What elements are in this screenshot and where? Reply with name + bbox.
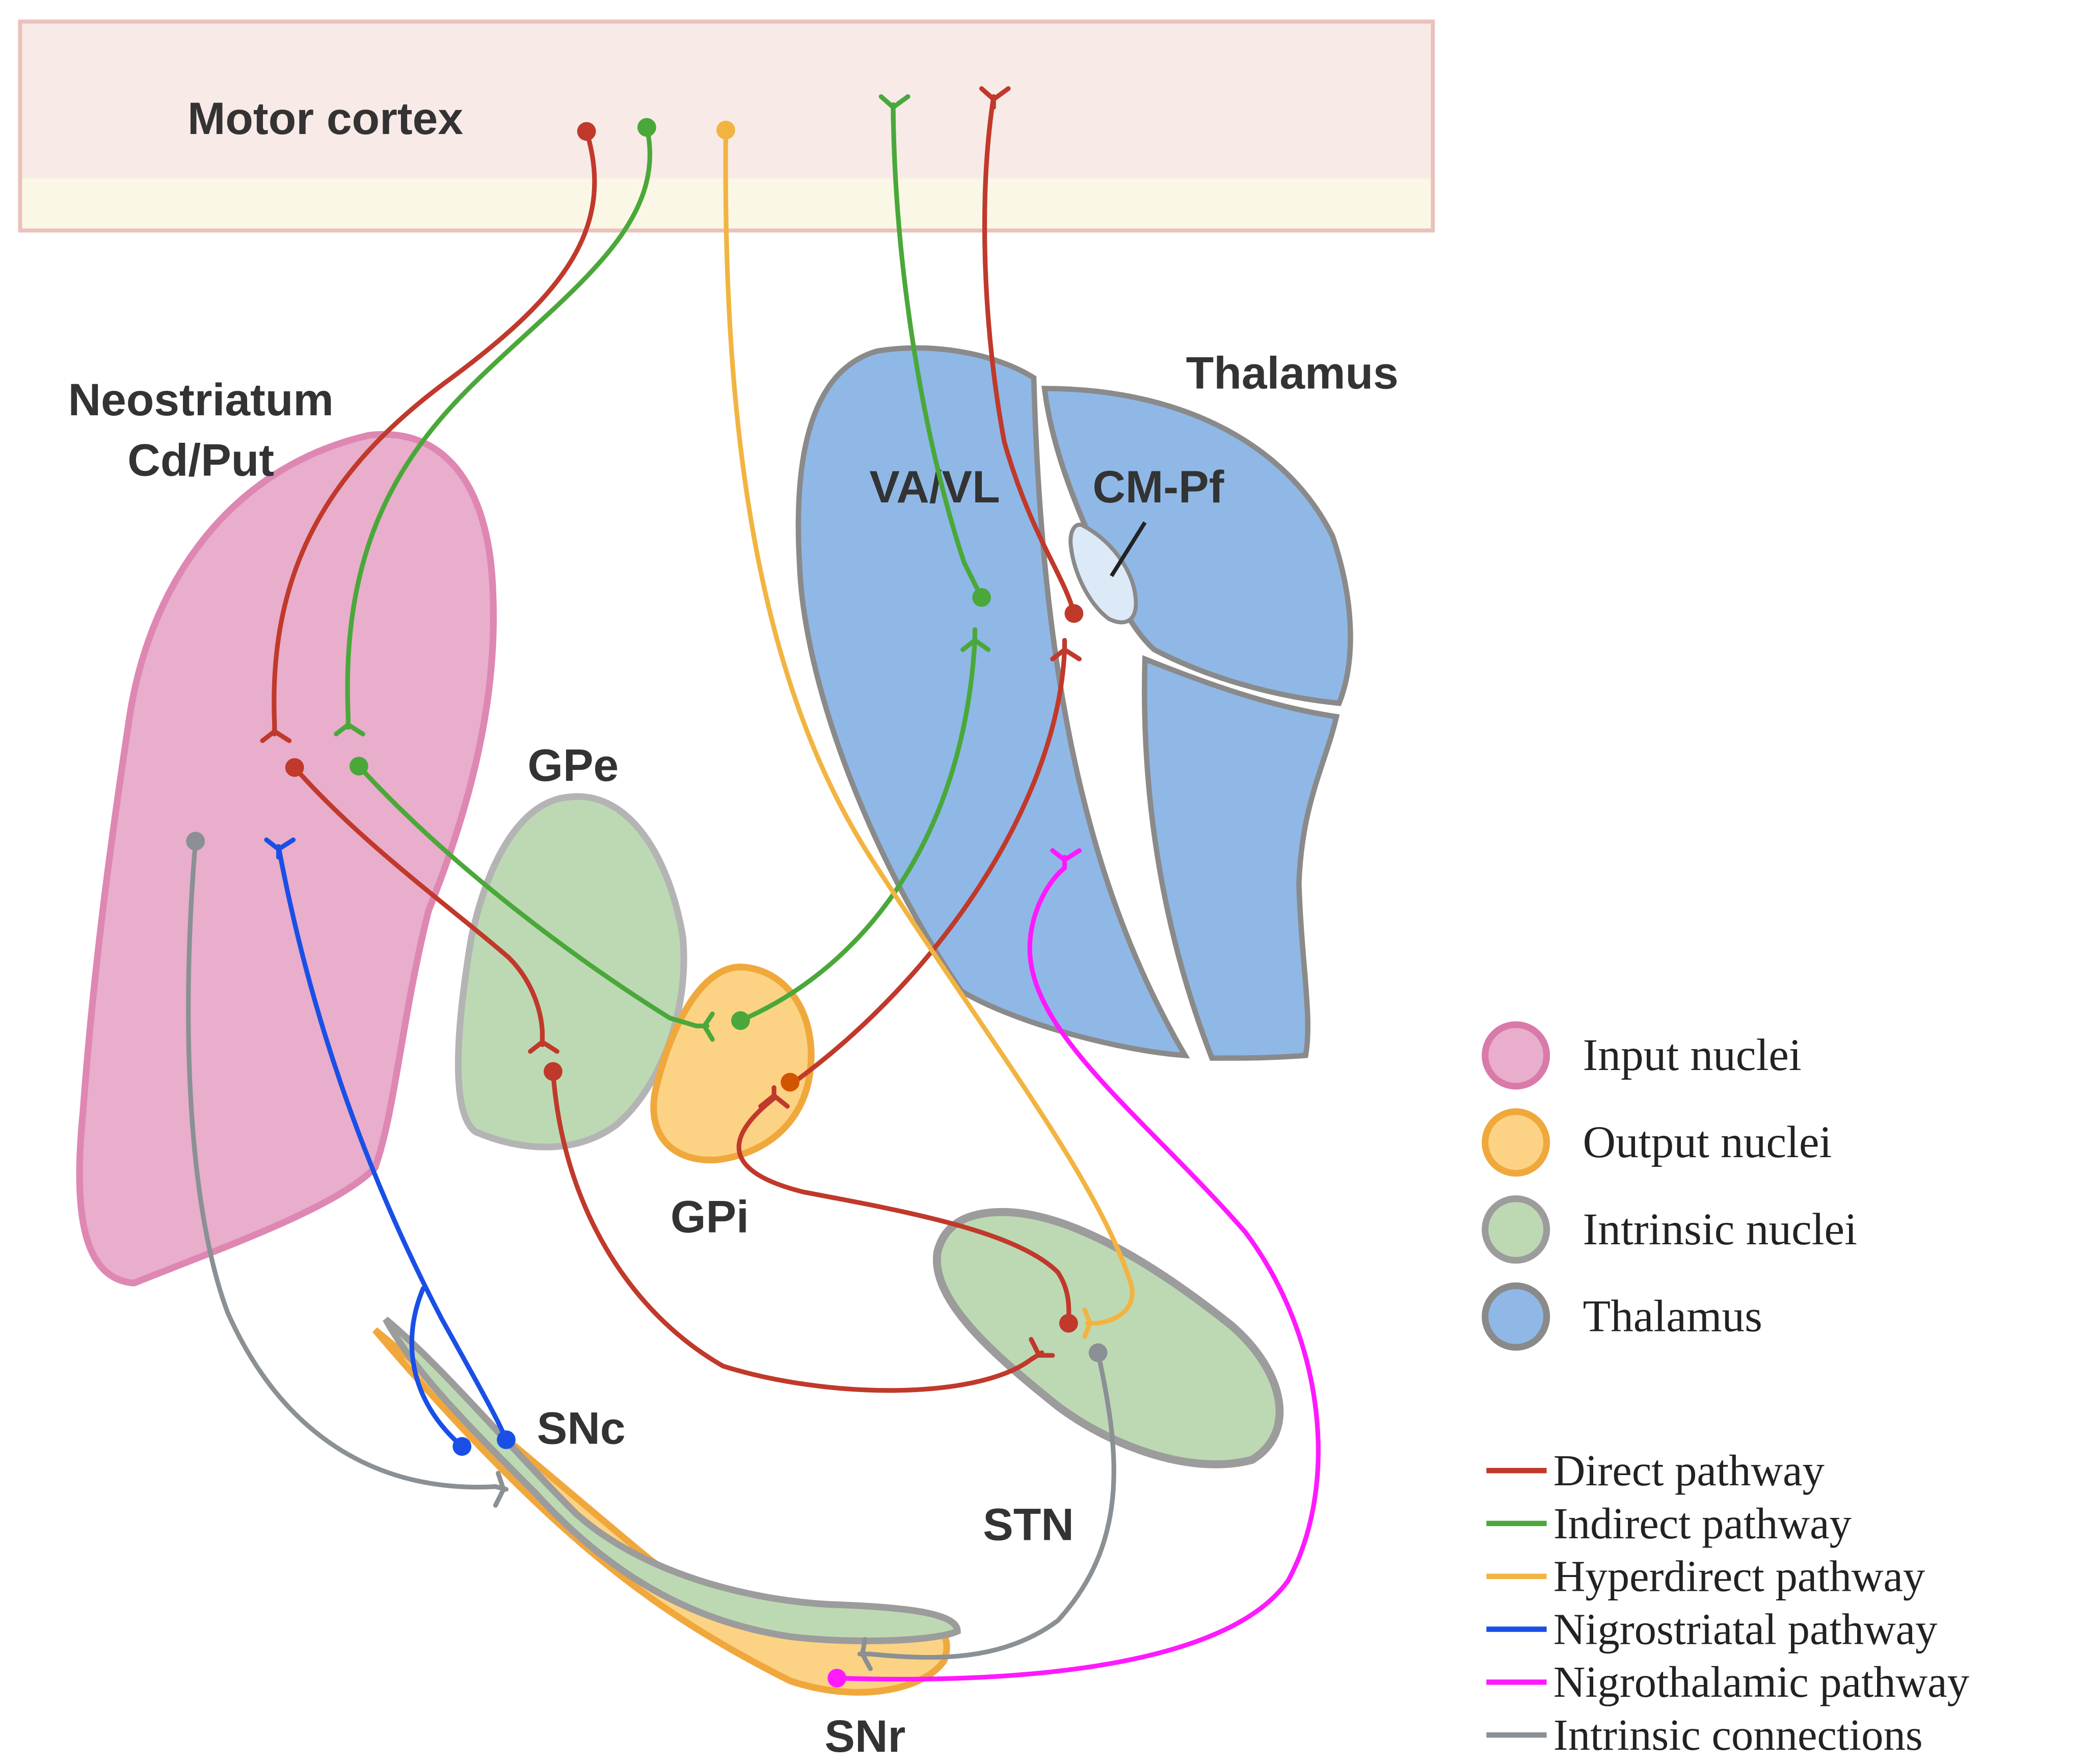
legend-pathway-label: Direct pathway	[1554, 1446, 1825, 1495]
legend-pathway-label: Intrinsic connections	[1554, 1710, 1923, 1759]
indirect-cortex-to-thalamus	[891, 104, 984, 600]
terminal-intrinsic-snr	[857, 1637, 873, 1671]
terminal-hyperdirect-stn	[1082, 1307, 1101, 1339]
indirect-striatum-to-gpe	[356, 764, 699, 1029]
synapse-markers	[186, 86, 1108, 1688]
indirect-cortex-to-striatum	[345, 125, 652, 719]
terminal-nigrostriatal-striatum	[264, 837, 296, 860]
legend-nuclei-label: Thalamus	[1583, 1291, 1762, 1342]
motor-cortex-label: Motor cortex	[188, 93, 463, 144]
direct-thalamus-dot	[1064, 604, 1084, 623]
legend-pathway-label: Nigrostriatal pathway	[1554, 1605, 1938, 1653]
direct-gpi-dot	[781, 1073, 800, 1092]
gpe-shape	[454, 793, 687, 1151]
terminal-direct-striatum	[260, 720, 292, 743]
intrinsic-striatum-dot	[186, 832, 205, 851]
neostriatum-shape	[76, 431, 497, 1287]
direct-thalamus-output	[791, 647, 1067, 1085]
nigrostriatal-snc-dot-a	[497, 1430, 516, 1450]
legend-nuclei-label: Output nuclei	[1583, 1117, 1832, 1167]
legend-nuclei-swatch	[1482, 1021, 1550, 1090]
terminal-nigrothalamic-thalamus	[1050, 848, 1082, 871]
terminal-indirect-gpi	[694, 1011, 715, 1042]
terminal-indirect-striatum	[334, 714, 365, 737]
thalamus-label: Thalamus	[1186, 348, 1399, 398]
indirect-origin-dot	[637, 118, 656, 137]
legend-nuclei-swatch	[1482, 1108, 1550, 1177]
terminal-direct-gpi	[758, 1085, 790, 1109]
intrinsic-stn-dot	[1088, 1343, 1108, 1362]
gpi-shape	[650, 964, 815, 1164]
terminal-direct-stn	[1029, 1337, 1055, 1362]
legend-nuclei-swatch	[1482, 1195, 1550, 1264]
thalamus-left-lobe	[795, 345, 1190, 1059]
direct-gpe-to-stn	[550, 1069, 1034, 1393]
snr-label: SNr	[824, 1710, 905, 1761]
terminal-direct-thalamus	[1050, 638, 1082, 662]
legend-pathway-label: Indirect pathway	[1554, 1499, 1852, 1548]
indirect-striatum-dot	[349, 757, 368, 776]
legend-nuclei-swatch	[1482, 1282, 1550, 1351]
direct-cortex-to-striatum	[272, 129, 597, 726]
direct-stn-dot	[1059, 1314, 1078, 1333]
direct-gpe-dot	[544, 1062, 563, 1081]
legend-nuclei-label: Input nuclei	[1583, 1030, 1802, 1080]
indirect-gpi-dot	[731, 1011, 750, 1030]
legend-pathway-label: Hyperdirect pathway	[1554, 1552, 1925, 1601]
snc-label: SNc	[537, 1403, 626, 1454]
nigrostriatal-snc-to-striatum-a	[276, 844, 509, 1442]
legend-pathway-label: Nigrothalamic pathway	[1554, 1658, 1970, 1706]
stn-label: STN	[983, 1499, 1074, 1550]
terminal-indirect-thalamus	[960, 627, 991, 652]
nigrothalamic-snr-dot	[827, 1669, 847, 1688]
thalamus-region	[795, 345, 1353, 1061]
neostriatum-sublabel: Cd/Put	[127, 434, 274, 485]
nigrostriatal-snc-to-striatum-b	[409, 1286, 465, 1449]
thalamus-right-lower-lobe	[1142, 655, 1340, 1061]
direct-striatum-dot	[285, 758, 304, 777]
terminal-intrinsic-snc	[493, 1471, 509, 1508]
indirect-thalamus-dot	[972, 588, 991, 607]
gpe-label: GPe	[527, 740, 619, 791]
direct-gpi-to-stn	[736, 1095, 1072, 1326]
stn-shape	[932, 1208, 1284, 1468]
direct-striatum-to-gpi	[292, 765, 545, 1036]
direct-cortex-to-thalamus	[982, 94, 1077, 616]
cm-pf-label: CM-Pf	[1092, 461, 1224, 512]
neostriatum-label: Neostriatum	[68, 374, 334, 425]
va-vl-label: VA/VL	[869, 461, 1000, 512]
terminal-direct-cortex	[979, 86, 1011, 110]
hyperdirect-cortex-to-stn	[723, 127, 1135, 1326]
direct-origin-dot	[577, 122, 596, 141]
nigrostriatal-snc-dot-b	[452, 1437, 472, 1456]
nigrothalamic-snr-to-thalamus	[835, 865, 1321, 1682]
cm-pf-pointer	[1110, 521, 1147, 577]
snc-shape	[383, 1317, 961, 1645]
intrinsic-stn-to-snr	[868, 1350, 1116, 1660]
hyperdirect-origin-dot	[716, 120, 735, 140]
gpi-label: GPi	[671, 1191, 749, 1242]
terminal-direct-gpe	[528, 1031, 559, 1054]
intrinsic-striatum-to-snc	[186, 839, 498, 1490]
legend-nuclei-label: Intrinsic nuclei	[1583, 1204, 1857, 1254]
indirect-gpi-to-thalamus	[738, 638, 977, 1023]
terminal-indirect-cortex	[878, 94, 910, 123]
